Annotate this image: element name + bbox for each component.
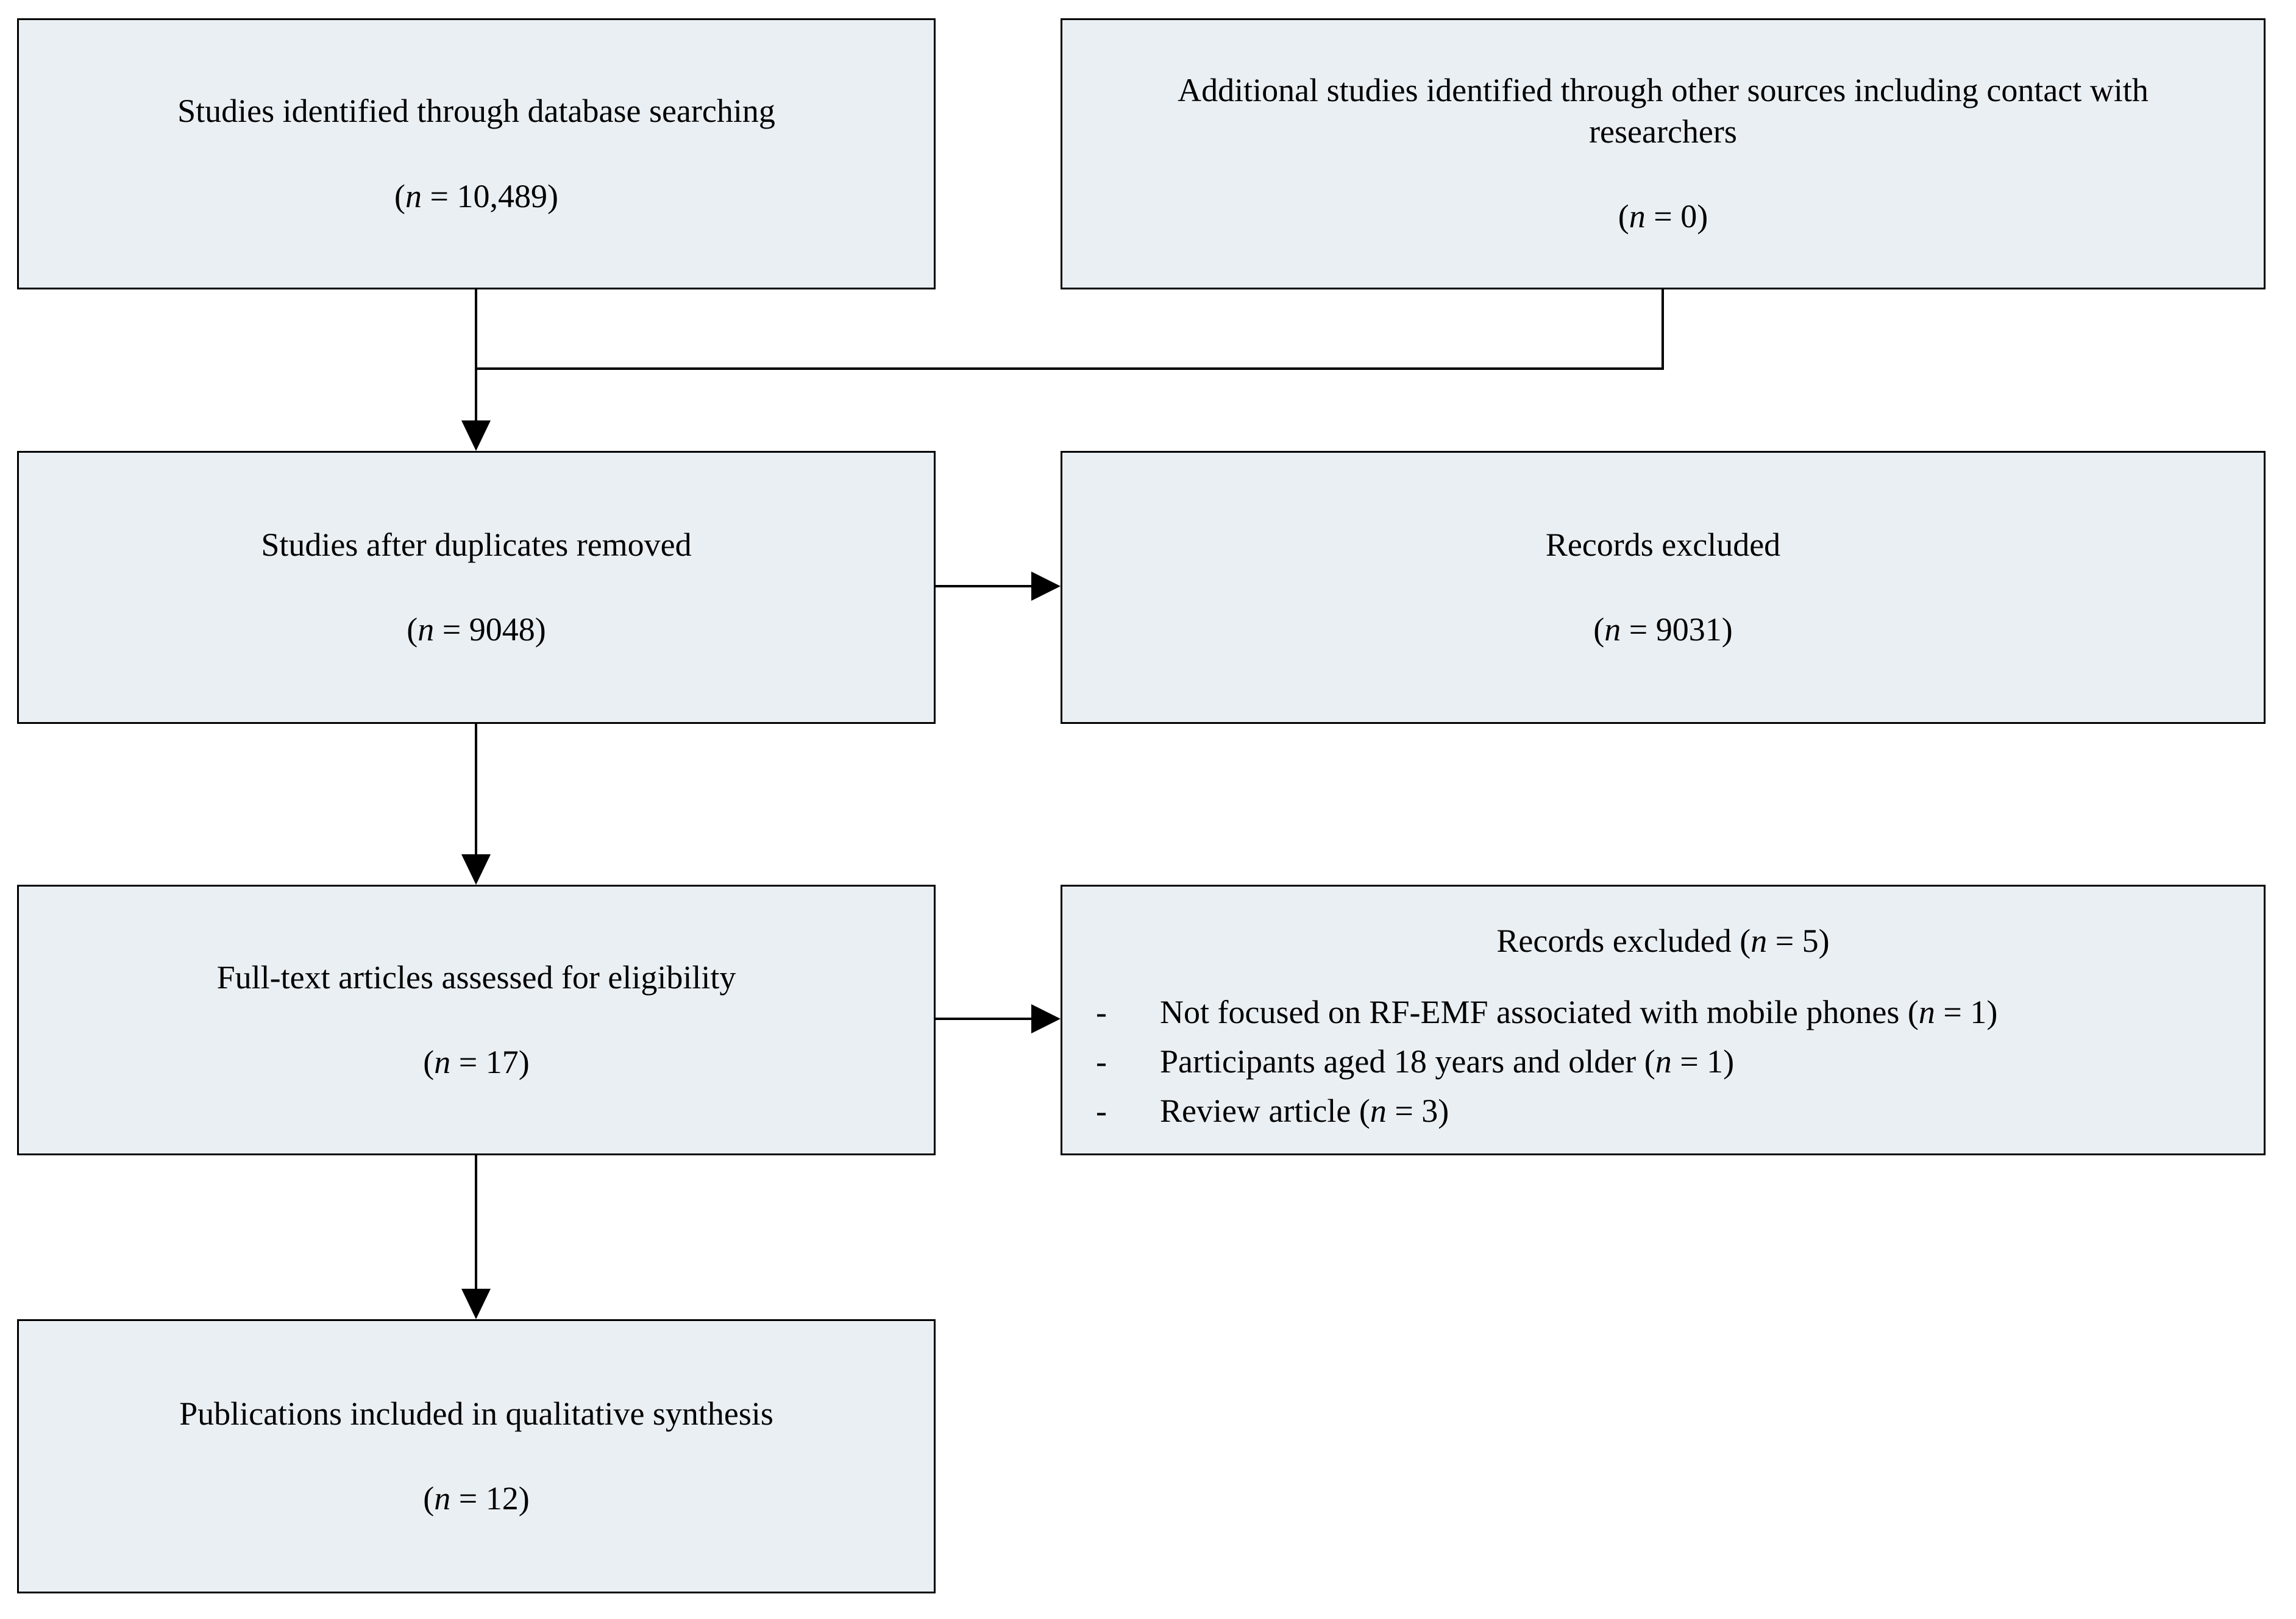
- bullet-text: Review article (n = 3): [1160, 1092, 1449, 1129]
- box-count: (n = 0): [1618, 198, 1708, 235]
- list-item: - Participants aged 18 years and older (…: [1096, 1037, 2230, 1086]
- box-label: Full-text articles assessed for eligibil…: [216, 958, 736, 996]
- arrowhead-down-icon: [461, 420, 491, 451]
- box-count: (n = 9048): [407, 611, 546, 648]
- list-item: - Not focused on RF-EMF associated with …: [1096, 988, 2230, 1037]
- bullet-text: Not focused on RF-EMF associated with mo…: [1160, 993, 1998, 1030]
- connector-line-merge-drop: [475, 367, 477, 422]
- flow-box-qualitative-synthesis: Publications included in qualitative syn…: [17, 1319, 936, 1593]
- list-item: - Review article (n = 3): [1096, 1086, 2230, 1136]
- flow-box-database-search: Studies identified through database sear…: [17, 18, 936, 289]
- arrowhead-right-icon: [1031, 572, 1061, 601]
- bullet-marker: -: [1096, 993, 1107, 1030]
- connector-line-merge-horizontal: [475, 367, 1664, 370]
- flow-box-fulltext-assessed: Full-text articles assessed for eligibil…: [17, 885, 936, 1155]
- box-label: Additional studies identified through ot…: [1178, 72, 2149, 150]
- exclusion-reason-list: - Not focused on RF-EMF associated with …: [1096, 988, 2230, 1136]
- box-count: (n = 10,489): [394, 177, 558, 214]
- connector-line-row3-down: [475, 1155, 477, 1291]
- flow-box-after-duplicates: Studies after duplicates removed (n = 90…: [17, 451, 936, 724]
- flow-box-other-sources: Additional studies identified through ot…: [1061, 18, 2266, 289]
- flow-box-fulltext-excluded: Records excluded (n = 5) - Not focused o…: [1061, 885, 2266, 1155]
- box-count: (n = 12): [423, 1480, 530, 1517]
- arrowhead-down-icon: [461, 854, 491, 885]
- box-title: Records excluded (n = 5): [1496, 923, 1830, 959]
- bullet-marker: -: [1096, 1043, 1107, 1080]
- connector-line-left-vertical: [475, 289, 477, 370]
- connector-line-row3-horizontal: [936, 1018, 1032, 1020]
- connector-line-row2-down: [475, 724, 477, 857]
- bullet-text: Participants aged 18 years and older (n …: [1160, 1043, 1735, 1080]
- arrowhead-right-icon: [1031, 1004, 1061, 1033]
- box-label: Records excluded: [1545, 526, 1781, 563]
- connector-line-right-vertical: [1662, 289, 1664, 370]
- flow-box-records-excluded: Records excluded (n = 9031): [1061, 451, 2266, 724]
- connector-line-row2-horizontal: [936, 585, 1032, 587]
- bullet-marker: -: [1096, 1092, 1107, 1129]
- box-label: Studies identified through database sear…: [177, 93, 775, 129]
- box-count: (n = 9031): [1593, 611, 1733, 648]
- box-count: (n = 17): [423, 1044, 530, 1080]
- box-label: Publications included in qualitative syn…: [179, 1395, 773, 1432]
- arrowhead-down-icon: [461, 1289, 491, 1319]
- box-label: Studies after duplicates removed: [261, 526, 692, 563]
